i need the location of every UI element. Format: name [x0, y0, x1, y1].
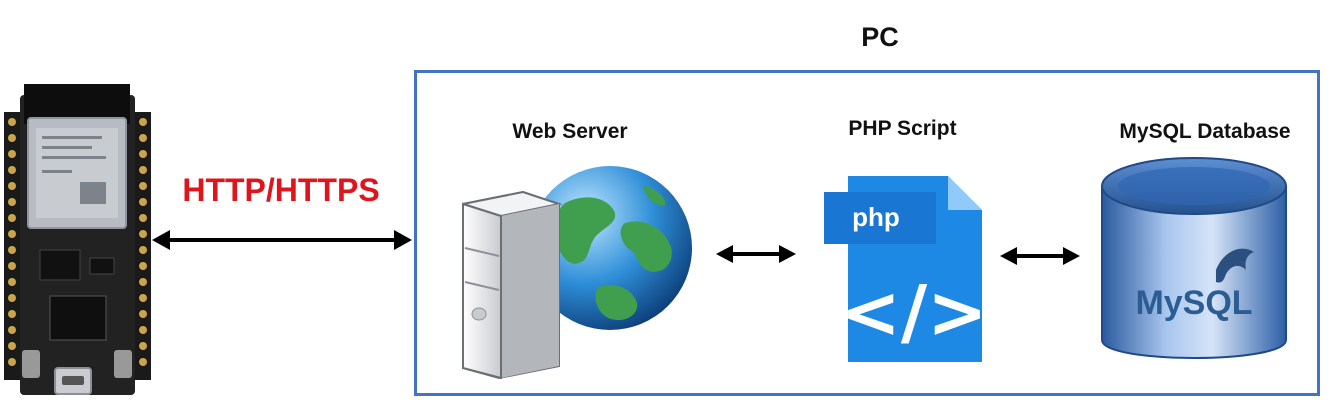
pc-container — [414, 70, 1320, 396]
esp32-board-image — [4, 84, 151, 395]
mysql-database-label: MySQL Database — [1119, 120, 1291, 143]
web-server-label: Web Server — [512, 120, 628, 143]
double-arrow-icon — [1000, 247, 1080, 265]
server-icon — [462, 190, 563, 380]
mysql-logo-text: MySQL — [1135, 284, 1252, 322]
php-script-label: PHP Script — [848, 117, 957, 140]
double-arrow-icon — [152, 230, 412, 250]
php-file-icon: php </> — [824, 176, 988, 362]
code-glyph-text: </> — [841, 270, 988, 354]
globe-icon — [528, 166, 692, 330]
php-label-text: php — [852, 202, 900, 232]
mysql-database-icon: MySQL — [1101, 157, 1287, 359]
double-arrow-icon — [716, 245, 796, 263]
protocol-label: HTTP/HTTPS — [182, 172, 380, 208]
pc-title: PC — [861, 22, 899, 52]
